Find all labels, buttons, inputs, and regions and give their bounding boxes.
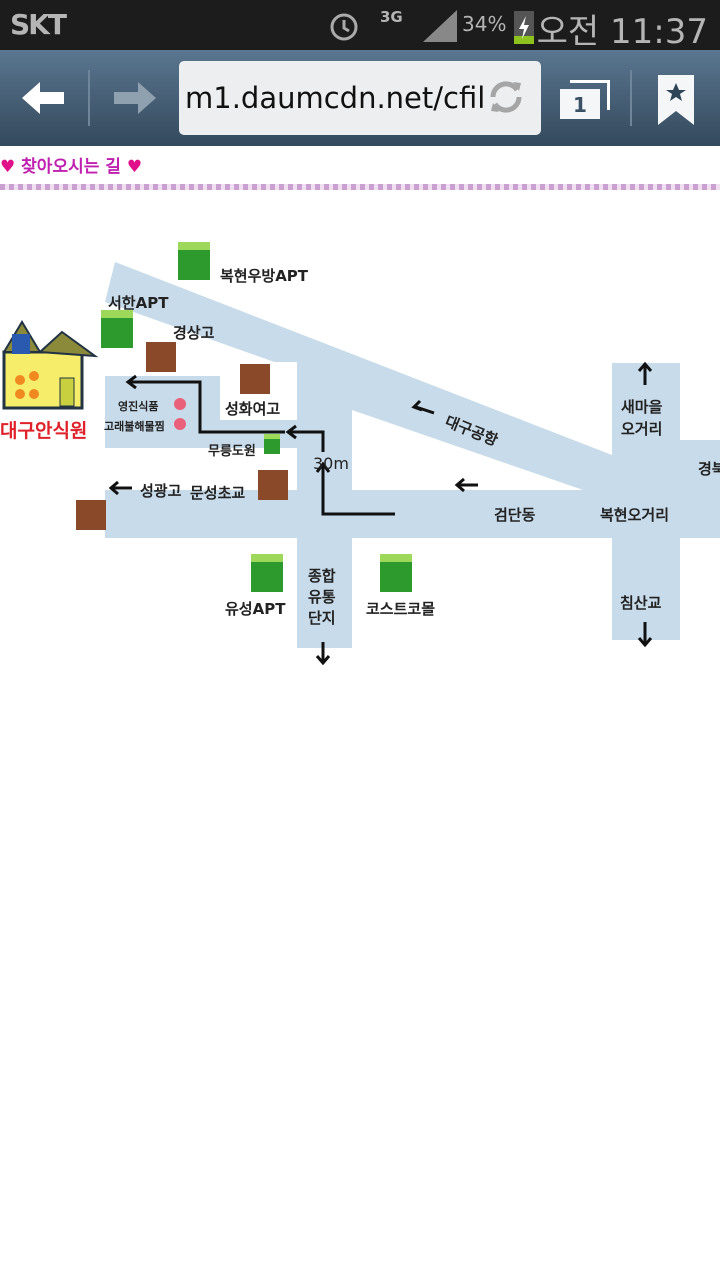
heading-text: 찾아오시는 길 xyxy=(21,157,121,177)
school-icon xyxy=(258,470,288,500)
apartment-icon xyxy=(264,434,280,454)
label-yuseong-apt: 유성APT xyxy=(225,600,286,618)
destination-house-icon xyxy=(2,320,99,410)
directions-map xyxy=(2,242,720,666)
label-goraebul: 고래불해물찜 xyxy=(104,420,165,433)
bookmark-icon[interactable] xyxy=(656,75,696,125)
label-jonghap-yutong: 종합 유통 단지 xyxy=(308,567,336,627)
label-youngjin: 영진식품 xyxy=(118,400,159,413)
network-type: 3G xyxy=(380,8,403,26)
apartment-icon xyxy=(380,554,412,592)
label-bokhyeon-woobang-apt: 복현우방APT xyxy=(220,267,309,285)
label-chimsan-bridge: 침산교 xyxy=(620,594,662,612)
route-arrow xyxy=(130,380,285,434)
label-seonggwang-high: 성광고 xyxy=(140,482,182,500)
divider xyxy=(88,70,90,126)
label-geomdan-dong: 검단동 xyxy=(494,506,536,524)
decorative-divider xyxy=(0,184,720,190)
label-distance: 30m xyxy=(313,454,349,473)
back-icon[interactable] xyxy=(20,80,66,116)
tabs-button[interactable]: 1 xyxy=(560,80,612,120)
browser-toolbar: m1.daumcdn.net/cfil 1 xyxy=(0,50,720,146)
school-icon xyxy=(146,342,176,372)
apartment-icon xyxy=(101,310,133,348)
school-icon xyxy=(240,364,270,394)
divider xyxy=(630,70,632,126)
status-bar: SKT 3G 34% 오전 11:37 xyxy=(0,0,720,52)
refresh-icon[interactable] xyxy=(487,78,525,116)
battery-percent: 34% xyxy=(462,12,507,36)
school-icons xyxy=(76,342,288,530)
label-munseong-elementary: 문성초교 xyxy=(190,484,246,502)
label-mureung: 무릉도원 xyxy=(208,444,256,459)
road-right-vertical xyxy=(612,363,680,640)
battery-charging-icon xyxy=(514,11,534,44)
signal-icon xyxy=(423,10,457,42)
tab-count: 1 xyxy=(560,89,600,119)
road-far-right xyxy=(680,440,720,538)
apartment-icon xyxy=(178,242,210,280)
clock: 오전 11:37 xyxy=(536,12,708,52)
label-saemaeul-ogeori: 새마을 오거리 xyxy=(621,398,663,438)
road-diagonal xyxy=(105,262,612,500)
label-seonghwa-girls-high: 성화여고 xyxy=(225,400,281,418)
carrier: SKT xyxy=(10,8,67,41)
url-bar[interactable]: m1.daumcdn.net/cfil xyxy=(179,61,541,135)
label-seohan-apt: 서한APT xyxy=(108,294,169,312)
label-destination: 대구안식원 xyxy=(0,420,88,442)
alarm-icon xyxy=(330,13,358,41)
apartment-icons xyxy=(101,242,412,592)
label-gyeongbuk: 경북 xyxy=(698,460,720,478)
page-heading: ♥ 찾아오시는 길 ♥ xyxy=(0,157,143,177)
label-bokhyeon-ogeori: 복현오거리 xyxy=(600,506,670,524)
label-gyeongsang-high: 경상고 xyxy=(173,324,215,342)
apartment-icon xyxy=(251,554,283,592)
school-icon xyxy=(76,500,106,530)
url-text: m1.daumcdn.net/cfil xyxy=(185,81,486,115)
label-costco: 코스트코몰 xyxy=(366,600,436,618)
forward-icon[interactable] xyxy=(112,80,158,116)
